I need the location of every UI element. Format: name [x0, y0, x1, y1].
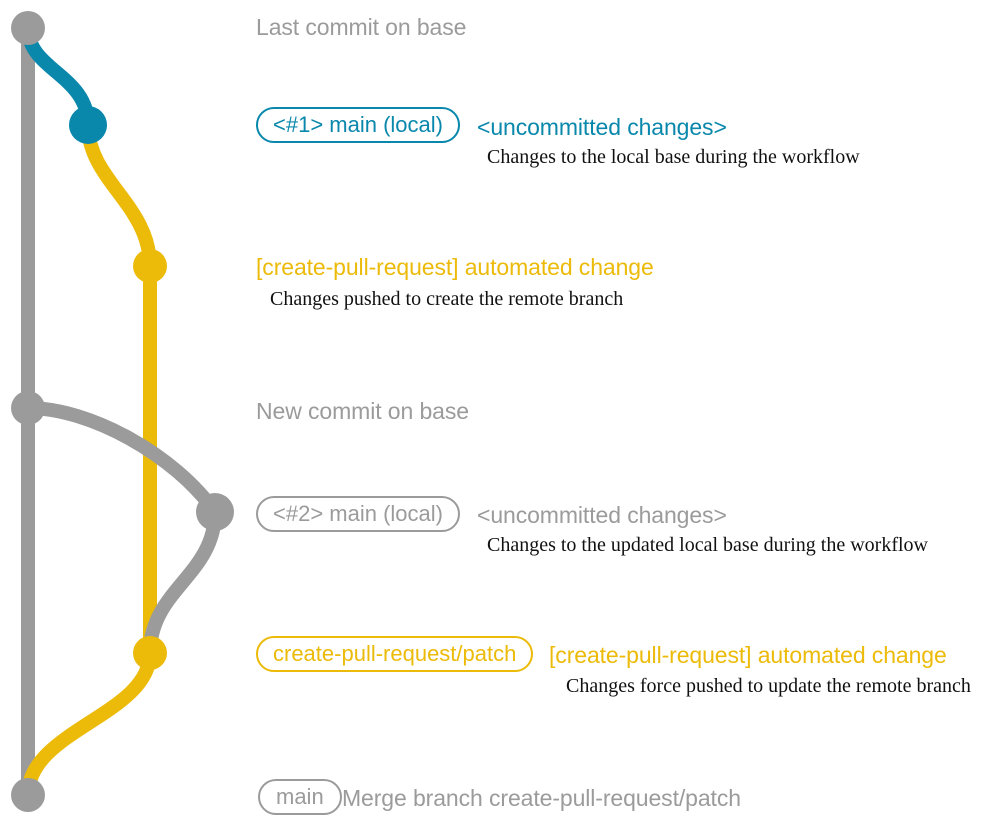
commit-node-patch-1[interactable] [133, 249, 167, 283]
edge-patch2-to-merge [21, 646, 157, 802]
branch-tag-label: create-pull-request/patch [273, 641, 517, 666]
commit-message-uncommitted-changes-2: <uncommitted changes> [477, 502, 727, 528]
commit-message-new-commit-on-base: New commit on base [256, 398, 469, 424]
commit-node-merge[interactable] [11, 778, 45, 812]
commit-node-local-2[interactable] [196, 493, 234, 531]
commit-message-automated-change-1: [create-pull-request] automated change [256, 254, 654, 280]
branch-tag-label: main [276, 784, 324, 809]
commit-description-4: Changes force pushed to update the remot… [566, 675, 971, 697]
commit-message-merge-branch: Merge branch create-pull-request/patch [342, 785, 741, 811]
edge-base2-to-local2 [21, 401, 222, 519]
commit-node-patch-2[interactable] [133, 636, 167, 670]
edge-local1-to-patch1 [81, 118, 157, 273]
edge-local2-to-patch2 [143, 505, 222, 660]
branch-tag-label: <#2> main (local) [273, 501, 443, 526]
branch-tag-main-local-2[interactable]: <#2> main (local) [256, 496, 460, 532]
commit-node-base-2[interactable] [11, 391, 45, 425]
commit-message-automated-change-2: [create-pull-request] automated change [549, 642, 947, 668]
branch-tag-main[interactable]: main [258, 779, 342, 815]
commit-description-3: Changes to the updated local base during… [487, 534, 928, 556]
branch-tag-label: <#1> main (local) [273, 112, 443, 137]
commit-node-base-1[interactable] [11, 11, 45, 45]
edge-base-to-local1 [21, 21, 95, 132]
commit-message-last-commit-on-base: Last commit on base [256, 14, 467, 40]
commit-message-uncommitted-changes-1: <uncommitted changes> [477, 114, 727, 140]
commit-description-2: Changes pushed to create the remote bran… [270, 288, 624, 310]
branch-tag-main-local-1[interactable]: <#1> main (local) [256, 107, 460, 143]
branch-tag-create-pull-request-patch[interactable]: create-pull-request/patch [256, 636, 534, 672]
commit-node-local-1[interactable] [69, 106, 107, 144]
commit-description-1: Changes to the local base during the wor… [487, 146, 860, 168]
